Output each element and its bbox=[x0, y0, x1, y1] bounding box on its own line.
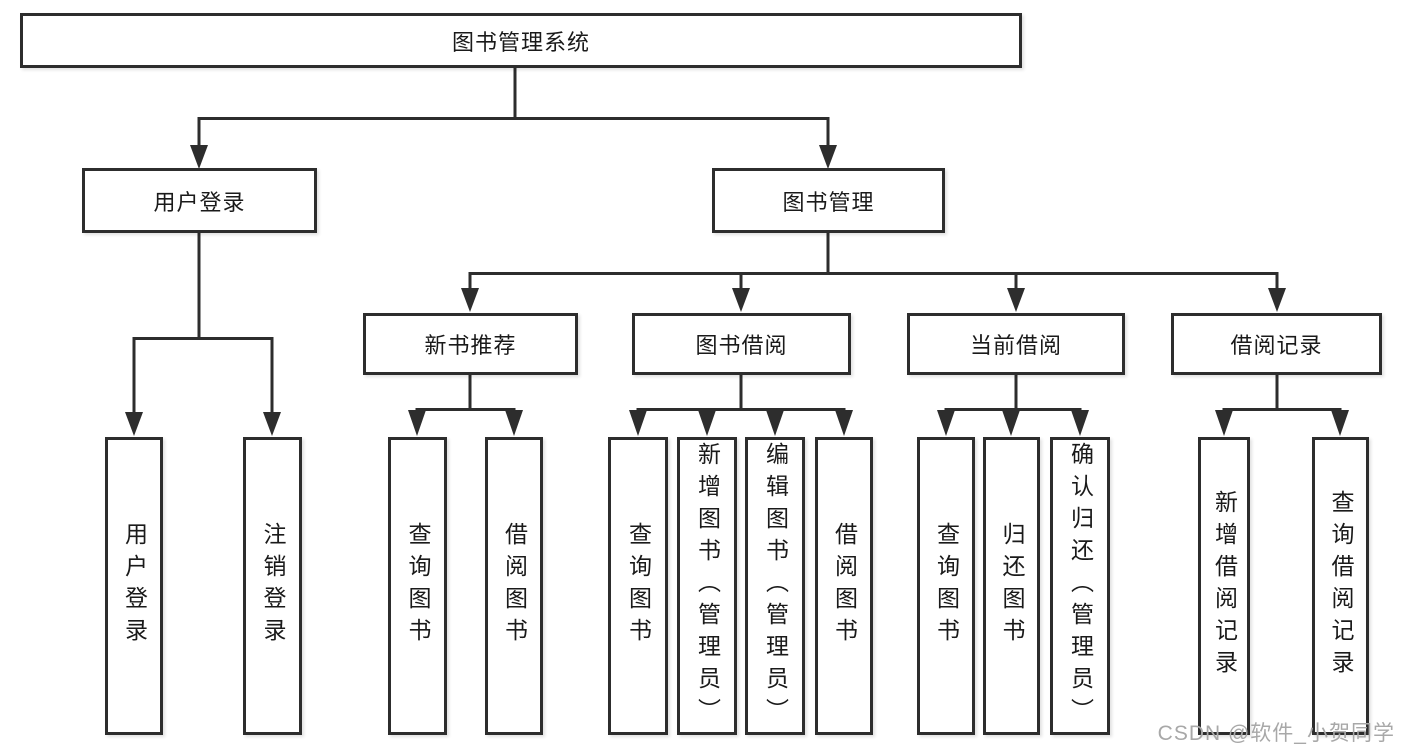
leaf-borrow-books-recommend: 借阅图书 bbox=[485, 437, 543, 735]
leaf-query-books-recommend: 查询图书 bbox=[388, 437, 447, 735]
leaf-confirm-return-admin: 确认归还（管理员） bbox=[1050, 437, 1110, 735]
arrowhead bbox=[408, 410, 426, 436]
arrowhead bbox=[766, 410, 784, 436]
user-login-node: 用户登录 bbox=[82, 168, 317, 233]
arrowhead bbox=[1071, 410, 1089, 436]
arrowhead bbox=[461, 288, 479, 312]
leaf-add-books-admin: 新增图书（管理员） bbox=[677, 437, 737, 735]
arrowhead bbox=[819, 145, 837, 169]
new-book-recommend-node: 新书推荐 bbox=[363, 313, 578, 375]
leaf-return-books: 归还图书 bbox=[983, 437, 1040, 735]
leaf-edit-books-admin: 编辑图书（管理员） bbox=[745, 437, 805, 735]
arrowhead bbox=[835, 410, 853, 436]
arrowhead bbox=[125, 412, 143, 436]
leaf-borrow-books: 借阅图书 bbox=[815, 437, 873, 735]
leaf-query-books-borrowing: 查询图书 bbox=[608, 437, 668, 735]
book-management-node: 图书管理 bbox=[712, 168, 945, 233]
leaf-query-books-current: 查询图书 bbox=[917, 437, 975, 735]
arrowhead bbox=[1007, 288, 1025, 312]
arrowhead bbox=[937, 410, 955, 436]
borrowing-records-node: 借阅记录 bbox=[1171, 313, 1382, 375]
current-borrowing-node: 当前借阅 bbox=[907, 313, 1125, 375]
arrowhead bbox=[1331, 410, 1349, 436]
watermark: CSDN @软件_小贺同学 bbox=[1157, 722, 1395, 745]
leaf-user-login: 用户登录 bbox=[105, 437, 163, 735]
leaf-logout: 注销登录 bbox=[243, 437, 302, 735]
arrowhead bbox=[1215, 410, 1233, 436]
arrowhead bbox=[1268, 288, 1286, 312]
arrowhead bbox=[505, 410, 523, 436]
arrowhead bbox=[629, 410, 647, 436]
leaf-add-borrow-record: 新增借阅记录 bbox=[1198, 437, 1250, 735]
arrowhead bbox=[732, 288, 750, 312]
arrowhead bbox=[190, 145, 208, 169]
arrowhead bbox=[698, 410, 716, 436]
leaf-query-borrow-record: 查询借阅记录 bbox=[1312, 437, 1369, 735]
root-node: 图书管理系统 bbox=[20, 13, 1022, 68]
book-borrowing-node: 图书借阅 bbox=[632, 313, 851, 375]
arrowhead bbox=[263, 412, 281, 436]
arrowhead bbox=[1002, 410, 1020, 436]
